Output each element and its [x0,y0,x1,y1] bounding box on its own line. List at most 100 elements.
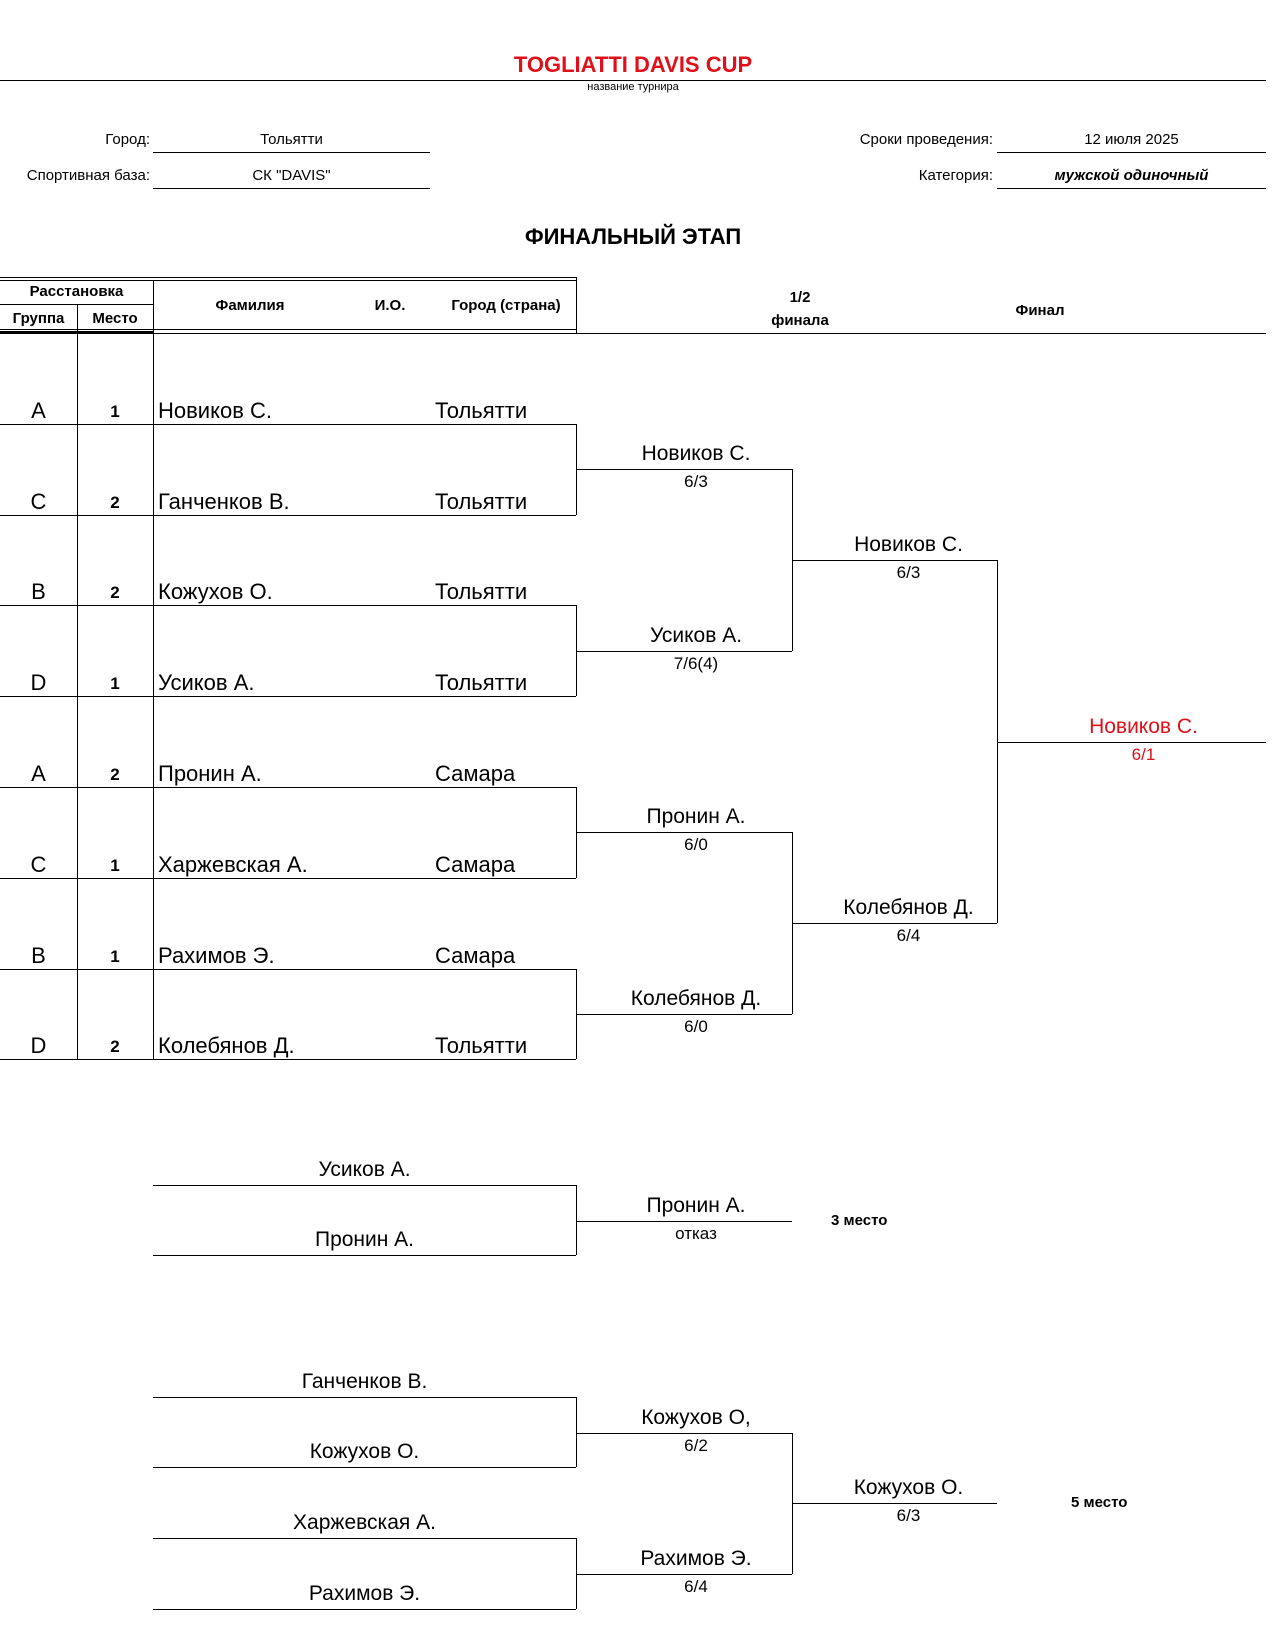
bracket-connector [997,560,998,923]
table-row-line [0,787,576,788]
champion-line [997,742,1266,743]
header-border-top [0,277,576,278]
fifth-place-semifinal-score: 6/2 [684,1436,708,1455]
header-surname: Фамилия [215,297,285,314]
player-name: Новиков С. [158,398,273,423]
round2-score: 6/4 [896,926,921,945]
header-border-bottom [153,333,1266,334]
title-divider [0,80,1266,81]
round1-score: 6/0 [684,835,708,854]
semifinal-line [576,651,792,652]
semifinal-line [576,469,792,470]
player-place: 2 [110,1037,120,1056]
player-place: 2 [110,583,120,602]
final-line [792,560,997,561]
tournament-title: TOGLIATTI DAVIS CUP [513,52,753,77]
fifth-place-player: Харжевская А. [293,1511,436,1534]
header-semifinal-2: финала [771,312,829,329]
round1-winner: Усиков А. [649,624,743,647]
header-semifinal-1: 1/2 [789,289,811,306]
round1-score: 7/6(4) [673,654,719,673]
third-place-line [153,1255,576,1256]
dates-underline [997,152,1266,153]
city-underline [153,152,430,153]
player-group: D [30,1033,47,1058]
round2-winner: Новиков С. [854,533,963,556]
third-place-player: Пронин А. [314,1228,415,1251]
fifth-place-winner: Кожухов О. [853,1476,964,1499]
fifth-place-line [153,1609,576,1610]
third-place-player: Усиков А. [318,1158,411,1181]
player-city: Тольятти [435,579,528,604]
header-final: Финал [1015,302,1065,319]
player-place: 2 [110,493,120,512]
player-group: A [31,761,46,786]
third-place-label: 3 место [831,1212,888,1229]
fifth-place-semifinal-score: 6/4 [684,1577,708,1596]
city-value: Тольятти [260,131,323,148]
round1-winner: Новиков С. [641,442,751,465]
third-place-winner-line [576,1221,792,1222]
dates-value: 12 июля 2025 [1084,131,1179,148]
player-group: B [31,943,46,968]
round1-winner: Колебянов Д. [630,987,762,1010]
player-place: 1 [110,674,120,693]
player-group: A [31,398,46,423]
player-group: C [30,852,47,877]
table-row-line [0,515,576,516]
player-group: D [30,670,47,695]
player-name: Усиков А. [158,670,255,695]
header-initials: И.О. [374,297,406,314]
fifth-place-line [153,1467,576,1468]
semifinal-line [576,832,792,833]
table-row-line [0,969,576,970]
bracket-connector [576,605,577,696]
header-border-bottom-thick [0,331,153,334]
player-city: Тольятти [435,670,528,695]
table-row-line [0,605,576,606]
player-city: Самара [435,943,516,968]
round2-score: 6/3 [896,563,921,582]
seeding-divider [0,304,153,305]
round2-winner: Колебянов Д. [843,896,974,919]
player-city: Самара [435,852,516,877]
stage-title: ФИНАЛЬНЫЙ ЭТАП [524,224,742,249]
fifth-place-semifinal-winner: Рахимов Э. [640,1547,752,1570]
fifth-place-line [153,1397,576,1398]
player-city: Тольятти [435,489,528,514]
fifth-place-semifinal-line [576,1574,792,1575]
player-place: 1 [110,402,120,421]
semifinal-line [576,1014,792,1015]
tournament-subtitle: название турнира [587,81,679,93]
header-right-border [576,277,577,333]
bracket-connector [576,1397,577,1467]
player-name: Ганченков В. [158,489,290,514]
table-row-line [0,696,576,697]
fifth-place-label: 5 место [1071,1494,1128,1511]
col-divider-name [153,280,154,1060]
round1-winner: Пронин А. [646,805,746,828]
header-city: Город (страна) [451,297,561,314]
third-place-line [153,1185,576,1186]
venue-underline [153,188,430,189]
player-city: Самара [435,761,516,786]
round1-score: 6/3 [684,472,708,491]
fifth-place-semifinal-winner: Кожухов О, [641,1406,751,1429]
player-name: Рахимов Э. [158,943,275,968]
bracket-connector [576,1185,577,1255]
header-place: Место [92,310,138,327]
third-place-winner: Пронин А. [646,1194,746,1217]
champion-name: Новиков С. [1089,715,1198,738]
header-border-bottom-inner [0,329,576,330]
player-city: Тольятти [435,398,528,423]
fifth-place-line [153,1538,576,1539]
player-place: 1 [110,947,120,966]
table-row-line [0,424,576,425]
header-border-top-inner [0,280,576,281]
round1-score: 6/0 [684,1017,708,1036]
venue-value: СК "DAVIS" [252,167,331,184]
third-place-score: отказ [675,1224,717,1243]
player-name: Кожухов О. [158,579,273,604]
col-divider-place [77,304,78,1060]
